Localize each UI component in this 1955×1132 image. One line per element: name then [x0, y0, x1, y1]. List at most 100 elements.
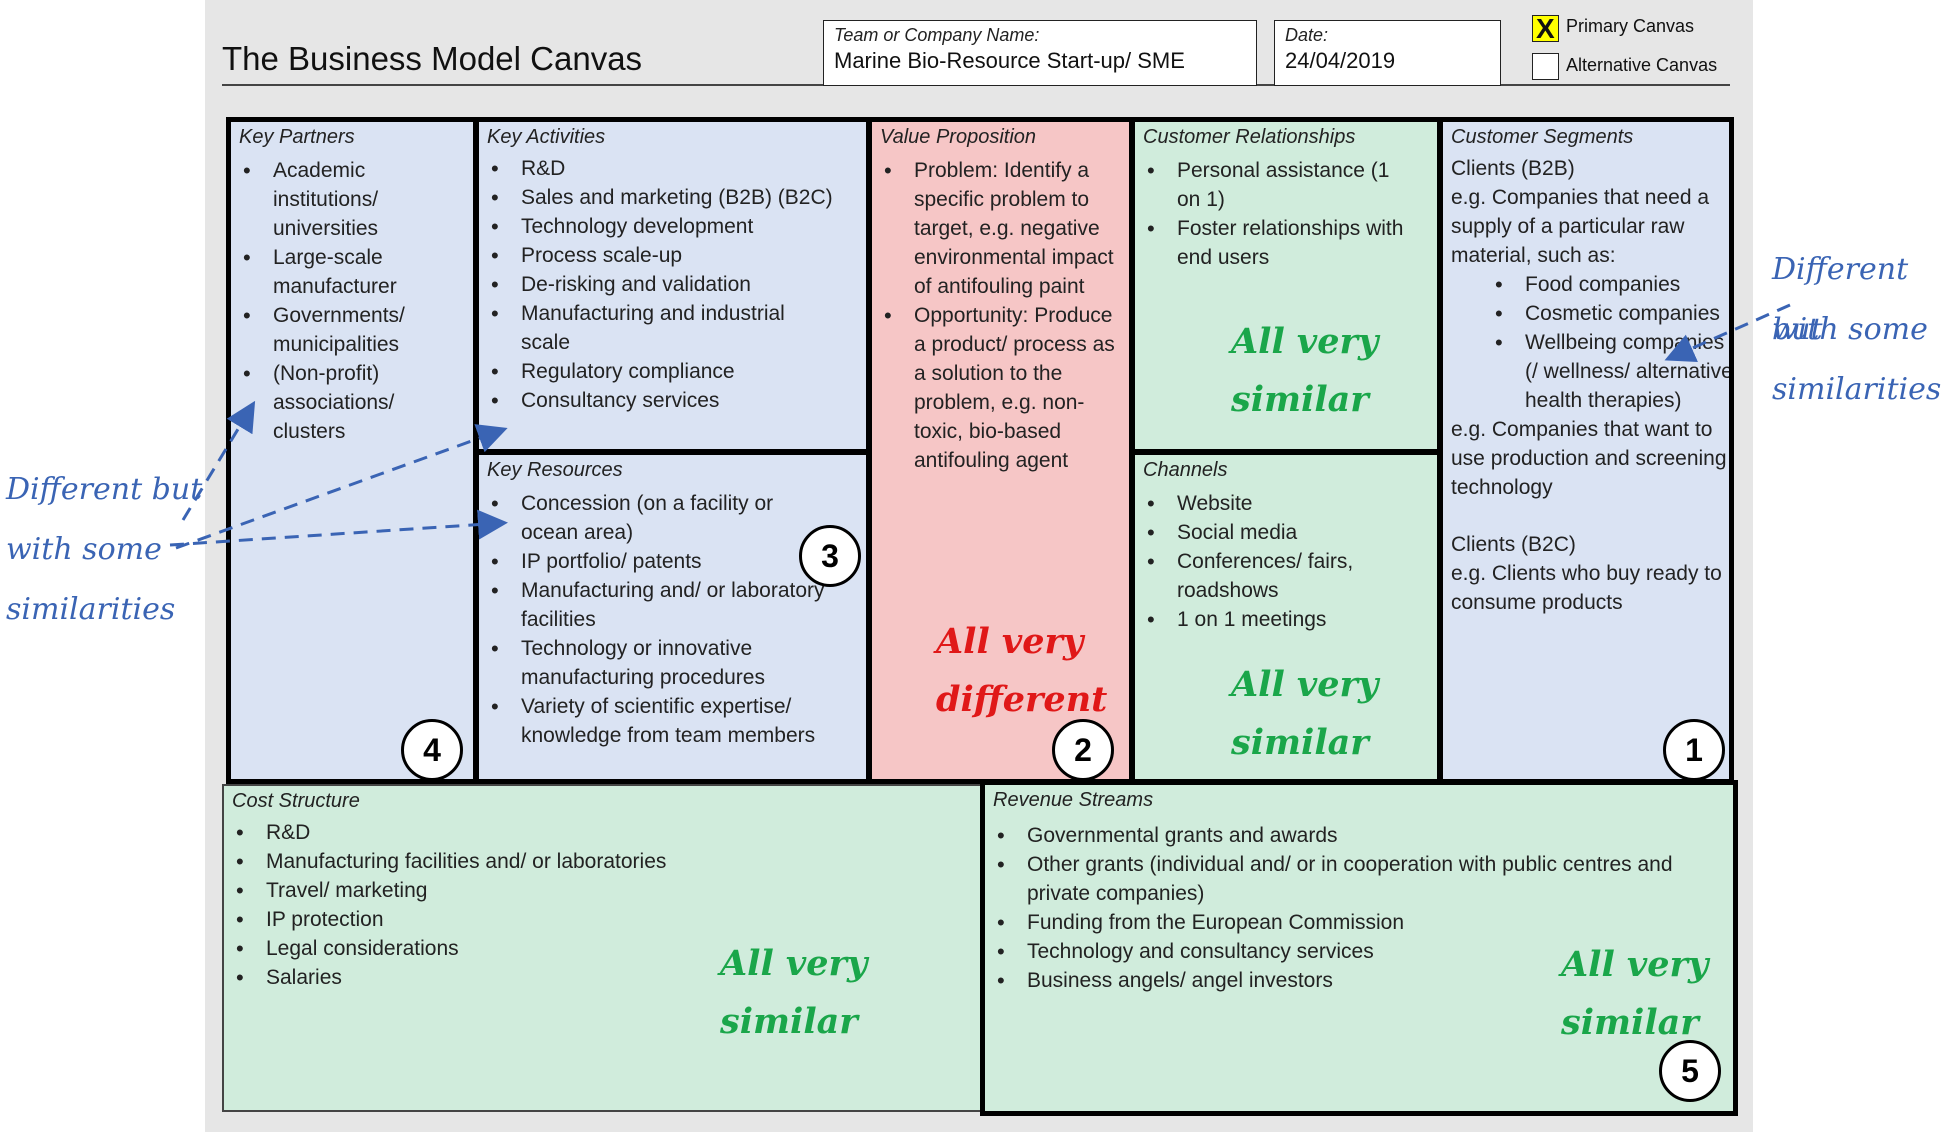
primary-canvas-checkbox[interactable]: X	[1532, 13, 1559, 44]
list-item: Large-scale manufacturer	[235, 243, 469, 301]
key-partners-list: Academic institutions/ universities Larg…	[235, 156, 469, 446]
customer-relationships-list: Personal assistance (1 on 1) Foster rela…	[1139, 156, 1409, 272]
section-number-badge: 3	[799, 525, 861, 587]
customer-relationships-block: Customer Relationships Personal assistan…	[1130, 117, 1442, 454]
list-item: R&D	[483, 154, 866, 183]
key-resources-title: Key Resources	[487, 459, 623, 481]
key-activities-title: Key Activities	[487, 126, 606, 148]
canvas-title: The Business Model Canvas	[222, 40, 643, 77]
key-activities-list: R&D Sales and marketing (B2B) (B2C) Tech…	[483, 154, 866, 415]
annotation-right-line: with some	[1772, 312, 1928, 347]
note-line: All very	[1561, 944, 1709, 985]
list-item: Technology development	[483, 212, 866, 241]
arrow-to-key-partners	[181, 400, 256, 521]
key-resources-block: Key Resources Concession (on a facility …	[474, 450, 871, 784]
list-item: Process scale-up	[483, 241, 866, 270]
list-item: Business angels/ angel investors	[989, 966, 1709, 995]
annotation-left-line: Different but	[6, 472, 203, 507]
cost-structure-title: Cost Structure	[232, 790, 360, 812]
list-item: Problem: Identify a specific problem to …	[876, 156, 1124, 301]
b2b-heading: Clients (B2B)	[1451, 157, 1575, 180]
list-item: Manufacturing facilities and/ or laborat…	[228, 847, 828, 876]
customer-relationships-title: Customer Relationships	[1143, 126, 1356, 148]
list-item: Manufacturing and/ or laboratory facilit…	[483, 576, 866, 634]
list-item: Academic institutions/ universities	[235, 156, 469, 243]
team-name-field[interactable]: Team or Company Name: Marine Bio-Resourc…	[823, 20, 1257, 86]
list-item: Regulatory compliance	[483, 357, 866, 386]
key-partners-title: Key Partners	[239, 126, 355, 148]
alternative-canvas-checkbox[interactable]	[1532, 53, 1559, 80]
customer-segments-title: Customer Segments	[1451, 126, 1634, 148]
list-item: Governments/ municipalities	[235, 301, 469, 359]
note-line: similar	[1231, 722, 1369, 763]
section-number-badge: 5	[1659, 1040, 1721, 1102]
b2b-extra: e.g. Companies that want to use producti…	[1451, 418, 1727, 499]
note-line: All very	[936, 621, 1084, 662]
revenue-streams-block: Revenue Streams Governmental grants and …	[980, 780, 1738, 1116]
list-item: Personal assistance (1 on 1)	[1139, 156, 1409, 214]
section-number-badge: 4	[401, 719, 463, 779]
annotation-right-line: similarities	[1772, 372, 1942, 407]
list-item: R&D	[228, 818, 828, 847]
note-line: All very	[1231, 664, 1379, 705]
channels-title: Channels	[1143, 459, 1228, 481]
list-item: De-risking and validation	[483, 270, 866, 299]
b2c-heading: Clients (B2C)	[1451, 533, 1576, 556]
value-proposition-list: Problem: Identify a specific problem to …	[876, 156, 1124, 475]
arrow-to-customer-segments	[1664, 303, 1791, 363]
arrow-to-key-resources	[169, 509, 508, 547]
list-item: Other grants (individual and/ or in coop…	[989, 850, 1717, 908]
list-item: Salaries	[228, 963, 828, 992]
list-item: Consultancy services	[483, 386, 866, 415]
team-name-label: Team or Company Name:	[834, 25, 1040, 45]
list-item: Technology or innovative manufacturing p…	[483, 634, 821, 692]
list-item: Cosmetic companies	[1451, 299, 1729, 328]
section-number-badge: 2	[1052, 719, 1114, 779]
list-item: IP protection	[228, 905, 828, 934]
annotation-left-line: similarities	[6, 592, 176, 627]
revenue-streams-list: Governmental grants and awards Other gra…	[989, 821, 1709, 995]
list-item: IP portfolio/ patents	[483, 547, 866, 576]
channels-block: Channels Website Social media Conference…	[1130, 450, 1442, 784]
list-item: Funding from the European Commission	[989, 908, 1709, 937]
note-line: All very	[1231, 321, 1379, 362]
date-field[interactable]: Date: 24/04/2019	[1274, 20, 1501, 86]
section-number-badge: 1	[1663, 719, 1725, 779]
value-proposition-title: Value Proposition	[880, 126, 1037, 148]
list-item: Variety of scientific expertise/ knowled…	[483, 692, 866, 750]
channels-list: Website Social media Conferences/ fairs,…	[1139, 489, 1389, 634]
list-item: Legal considerations	[228, 934, 828, 963]
list-item: Technology and consultancy services	[989, 937, 1709, 966]
note-line: similar	[1561, 1002, 1699, 1043]
list-item: 1 on 1 meetings	[1139, 605, 1389, 634]
alternative-canvas-label: Alternative Canvas	[1566, 55, 1718, 75]
key-partners-block: Key Partners Academic institutions/ univ…	[226, 117, 478, 784]
date-label: Date:	[1285, 25, 1329, 45]
list-item: Social media	[1139, 518, 1389, 547]
list-item: Governmental grants and awards	[989, 821, 1709, 850]
revenue-streams-title: Revenue Streams	[993, 789, 1154, 811]
annotation-right-line: Different but	[1772, 252, 1909, 347]
cost-structure-block: Cost Structure R&D Manufacturing facilit…	[222, 784, 984, 1112]
team-name-value: Marine Bio-Resource Start-up/ SME	[834, 48, 1185, 73]
list-item: Foster relationships with end users	[1139, 214, 1409, 272]
key-resources-list: Concession (on a facility or ocean area)…	[483, 489, 866, 750]
b2c-text: e.g. Clients who buy ready to consume pr…	[1451, 562, 1722, 614]
key-activities-block: Key Activities R&D Sales and marketing (…	[474, 117, 871, 454]
note-line: different	[936, 679, 1108, 720]
list-item: Food companies	[1451, 270, 1729, 299]
value-proposition-block: Value Proposition Problem: Identify a sp…	[867, 117, 1134, 784]
cost-structure-list: R&D Manufacturing facilities and/ or lab…	[228, 818, 828, 992]
note-line: similar	[1231, 379, 1369, 420]
list-item: Sales and marketing (B2B) (B2C)	[483, 183, 866, 212]
list-item: Website	[1139, 489, 1389, 518]
list-item: Manufacturing and industrial scale	[483, 299, 821, 357]
list-item: (Non-profit) associations/ clusters	[235, 359, 469, 446]
checkbox-x-mark: X	[1536, 13, 1555, 44]
annotation-left-line: with some	[6, 532, 162, 567]
list-item: Travel/ marketing	[228, 876, 828, 905]
date-value: 24/04/2019	[1285, 48, 1396, 73]
b2b-intro: e.g. Companies that need a supply of a p…	[1451, 186, 1710, 267]
arrow-to-key-activities	[175, 424, 508, 550]
